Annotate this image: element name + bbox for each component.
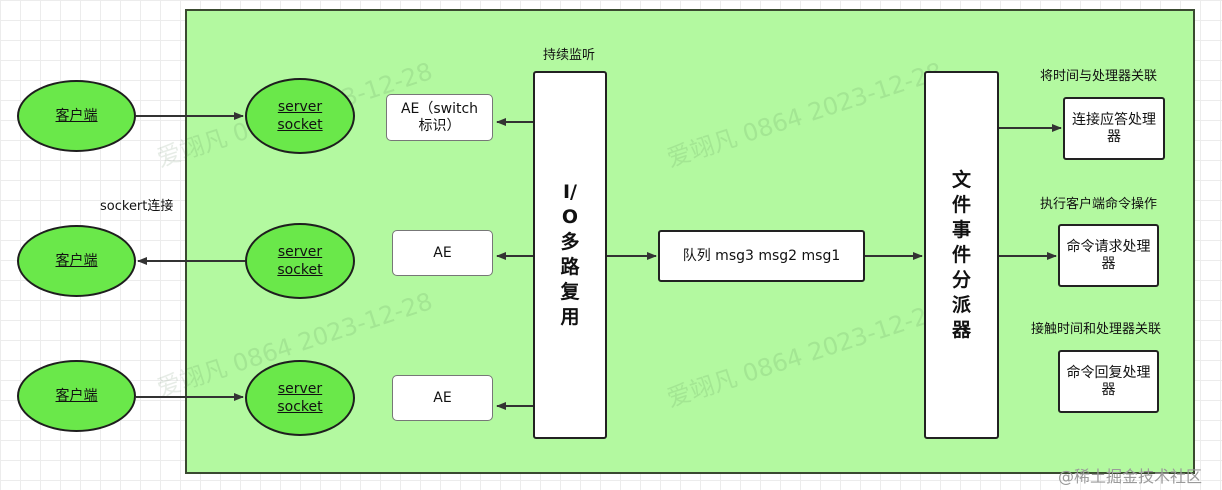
listen-label: 持续监听 xyxy=(543,48,596,63)
handler-caption-3: 接触时间和处理器关联 xyxy=(1031,322,1162,337)
command-reply-handler: 命令回复处理器 xyxy=(1058,350,1159,413)
io-multiplex-label: I/O多路复用 xyxy=(560,181,580,328)
ae-switch-bubble: AE（switch 标识） xyxy=(386,94,493,141)
server-socket-3: server socket xyxy=(245,360,355,436)
handler-box-3-label: 命令回复处理器 xyxy=(1066,364,1151,398)
client-node-3: 客户端 xyxy=(17,360,136,432)
handler-box-1-label: 连接应答处理器 xyxy=(1072,111,1156,145)
server-socket-2-label: server socket xyxy=(277,244,323,278)
handler-box-2-label: 命令请求处理器 xyxy=(1066,238,1151,272)
command-request-handler: 命令请求处理器 xyxy=(1058,224,1159,287)
server-socket-3-label: server socket xyxy=(277,381,323,415)
connection-reply-handler: 连接应答处理器 xyxy=(1063,97,1165,160)
handler-caption-1: 将时间与处理器关联 xyxy=(1040,69,1158,84)
footer-watermark: @稀土掘金技术社区 xyxy=(1058,467,1203,486)
ae-switch-label: AE（switch 标识） xyxy=(400,100,479,134)
server-socket-1-label: server socket xyxy=(277,99,323,133)
file-event-dispatcher-box: 文件事件分派器 xyxy=(924,71,999,439)
socket-connect-label: sockert连接 xyxy=(100,199,174,214)
client-node-2: 客户端 xyxy=(17,225,136,297)
handler-caption-2: 执行客户端命令操作 xyxy=(1040,197,1158,212)
server-socket-1: server socket xyxy=(245,78,355,154)
ae-bubble-2: AE xyxy=(392,230,493,276)
dispatcher-label: 文件事件分派器 xyxy=(951,168,971,341)
server-socket-2: server socket xyxy=(245,223,355,299)
client-node-1: 客户端 xyxy=(17,80,136,152)
event-queue-box: 队列 msg3 msg2 msg1 xyxy=(658,230,865,282)
ae-bubble-3: AE xyxy=(392,375,493,421)
io-multiplex-box: I/O多路复用 xyxy=(533,71,607,439)
